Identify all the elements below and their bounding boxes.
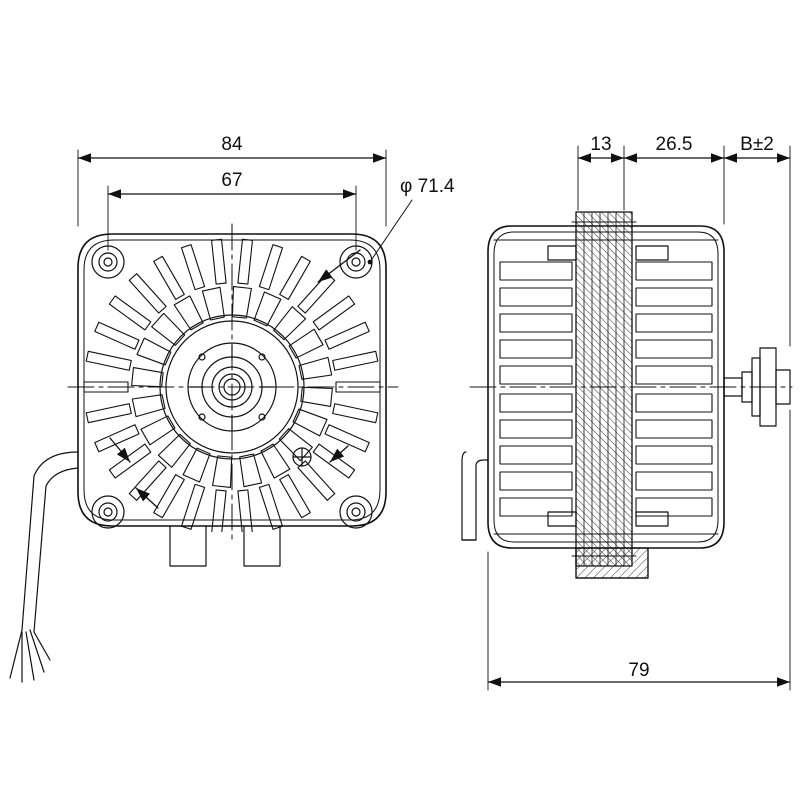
dimension-67: 67 [107,170,357,251]
dimension-label-phi-71-4: φ 71.4 [400,176,455,197]
side-foot-block [575,547,649,579]
dimension-26-5: 26.5 [623,134,725,225]
dimension-label-b: B±2 [740,134,774,155]
front-leader-arrows [109,249,361,509]
front-center-lines [67,223,399,541]
dimension-label-13: 13 [590,134,611,155]
dimension-b-plus-minus-2: B±2 [723,134,791,347]
dimension-label-79: 79 [628,660,649,681]
side-outer-body [487,225,725,549]
front-small-detail [292,447,312,467]
side-outer-body-inner [493,231,719,543]
side-fins-left [499,261,573,517]
side-fins-right [635,261,713,517]
side-stator-stack [571,211,637,567]
dimension-label-67: 67 [221,170,242,191]
front-lead-cable [9,451,79,683]
front-view: 84 67 φ 71.4 [9,134,455,683]
dimension-phi-71-4: φ 71.4 [367,176,455,265]
side-cable-bracket [461,451,489,541]
front-outer-body [77,233,387,527]
front-terminal-boxes [169,525,281,567]
side-mount-brackets [547,245,669,527]
front-mount-bosses [91,245,373,529]
dimension-79: 79 [487,409,791,691]
side-view: 13 26.5 B±2 [461,134,793,691]
dimension-label-84: 84 [221,134,243,155]
front-radial-spokes [131,286,333,488]
front-outer-body-inner [83,239,381,521]
dimension-13: 13 [577,134,625,211]
side-shaft [723,347,791,427]
dimension-84: 84 [77,134,387,227]
dimension-label-26-5: 26.5 [656,134,693,155]
